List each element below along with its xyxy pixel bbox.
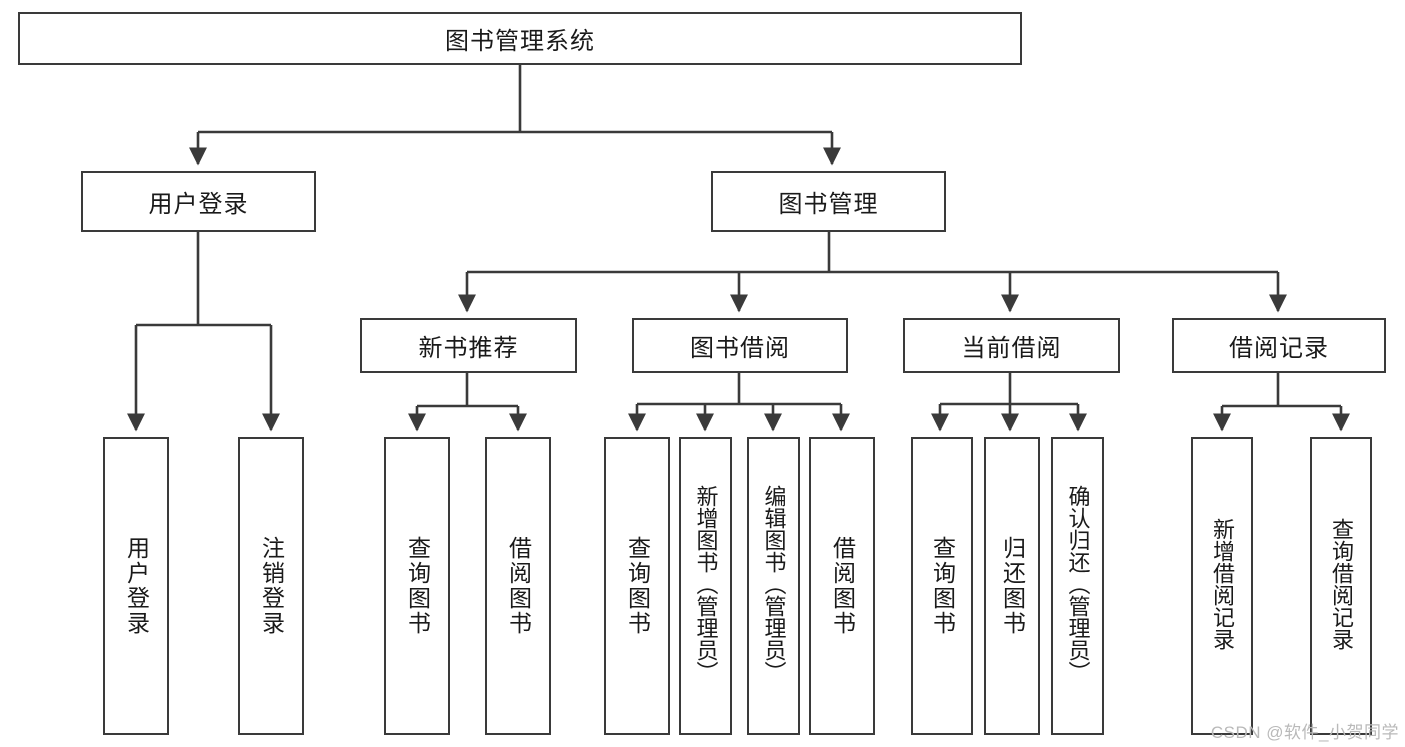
node-leaf-query-book-3[interactable]: 查询图书 — [911, 437, 973, 735]
watermark-text: CSDN @软件_小贺同学 — [1210, 723, 1399, 742]
node-book-manage-label: 图书管理 — [778, 191, 879, 218]
node-leaf-borrow-book-2-label: 借阅图书 — [829, 536, 856, 636]
node-leaf-add-record[interactable]: 新增借阅记录 — [1191, 437, 1253, 735]
node-book-manage[interactable]: 图书管理 — [711, 171, 946, 232]
node-leaf-confirm-return-label: 确认归还（管理员） — [1065, 485, 1091, 683]
node-leaf-query-record[interactable]: 查询借阅记录 — [1310, 437, 1372, 735]
node-user-login[interactable]: 用户登录 — [81, 171, 316, 232]
node-leaf-user-login-label: 用户登录 — [123, 536, 150, 636]
node-borrow-record-label: 借阅记录 — [1229, 335, 1329, 362]
node-leaf-user-logout[interactable]: 注销登录 — [238, 437, 304, 735]
node-borrow-record[interactable]: 借阅记录 — [1172, 318, 1386, 373]
node-leaf-return-book[interactable]: 归还图书 — [984, 437, 1040, 735]
node-leaf-add-book-label: 新增图书（管理员） — [693, 485, 719, 683]
node-leaf-add-book[interactable]: 新增图书（管理员） — [679, 437, 732, 735]
node-leaf-query-book-2[interactable]: 查询图书 — [604, 437, 670, 735]
node-leaf-add-record-label: 新增借阅记录 — [1210, 518, 1235, 650]
node-new-book-recommend-label: 新书推荐 — [418, 335, 519, 362]
node-leaf-return-book-label: 归还图书 — [999, 536, 1026, 636]
node-book-borrow-label: 图书借阅 — [690, 335, 790, 362]
node-leaf-query-book-2-label: 查询图书 — [624, 536, 651, 636]
node-leaf-borrow-book-1[interactable]: 借阅图书 — [485, 437, 551, 735]
node-leaf-borrow-book-1-label: 借阅图书 — [505, 536, 532, 636]
node-leaf-edit-book[interactable]: 编辑图书（管理员） — [747, 437, 800, 735]
node-root-label: 图书管理系统 — [445, 28, 595, 55]
node-new-book-recommend[interactable]: 新书推荐 — [360, 318, 577, 373]
node-leaf-query-book-1[interactable]: 查询图书 — [384, 437, 450, 735]
node-book-borrow[interactable]: 图书借阅 — [632, 318, 848, 373]
node-current-borrow[interactable]: 当前借阅 — [903, 318, 1120, 373]
node-root[interactable]: 图书管理系统 — [18, 12, 1022, 65]
node-user-login-label: 用户登录 — [148, 191, 249, 218]
node-leaf-query-record-label: 查询借阅记录 — [1329, 518, 1354, 650]
node-leaf-query-book-1-label: 查询图书 — [404, 536, 431, 636]
node-leaf-edit-book-label: 编辑图书（管理员） — [761, 485, 787, 683]
node-leaf-borrow-book-2[interactable]: 借阅图书 — [809, 437, 875, 735]
node-leaf-user-logout-label: 注销登录 — [258, 536, 285, 636]
node-leaf-user-login[interactable]: 用户登录 — [103, 437, 169, 735]
node-current-borrow-label: 当前借阅 — [961, 335, 1062, 362]
node-leaf-query-book-3-label: 查询图书 — [929, 536, 956, 636]
node-leaf-confirm-return[interactable]: 确认归还（管理员） — [1051, 437, 1104, 735]
